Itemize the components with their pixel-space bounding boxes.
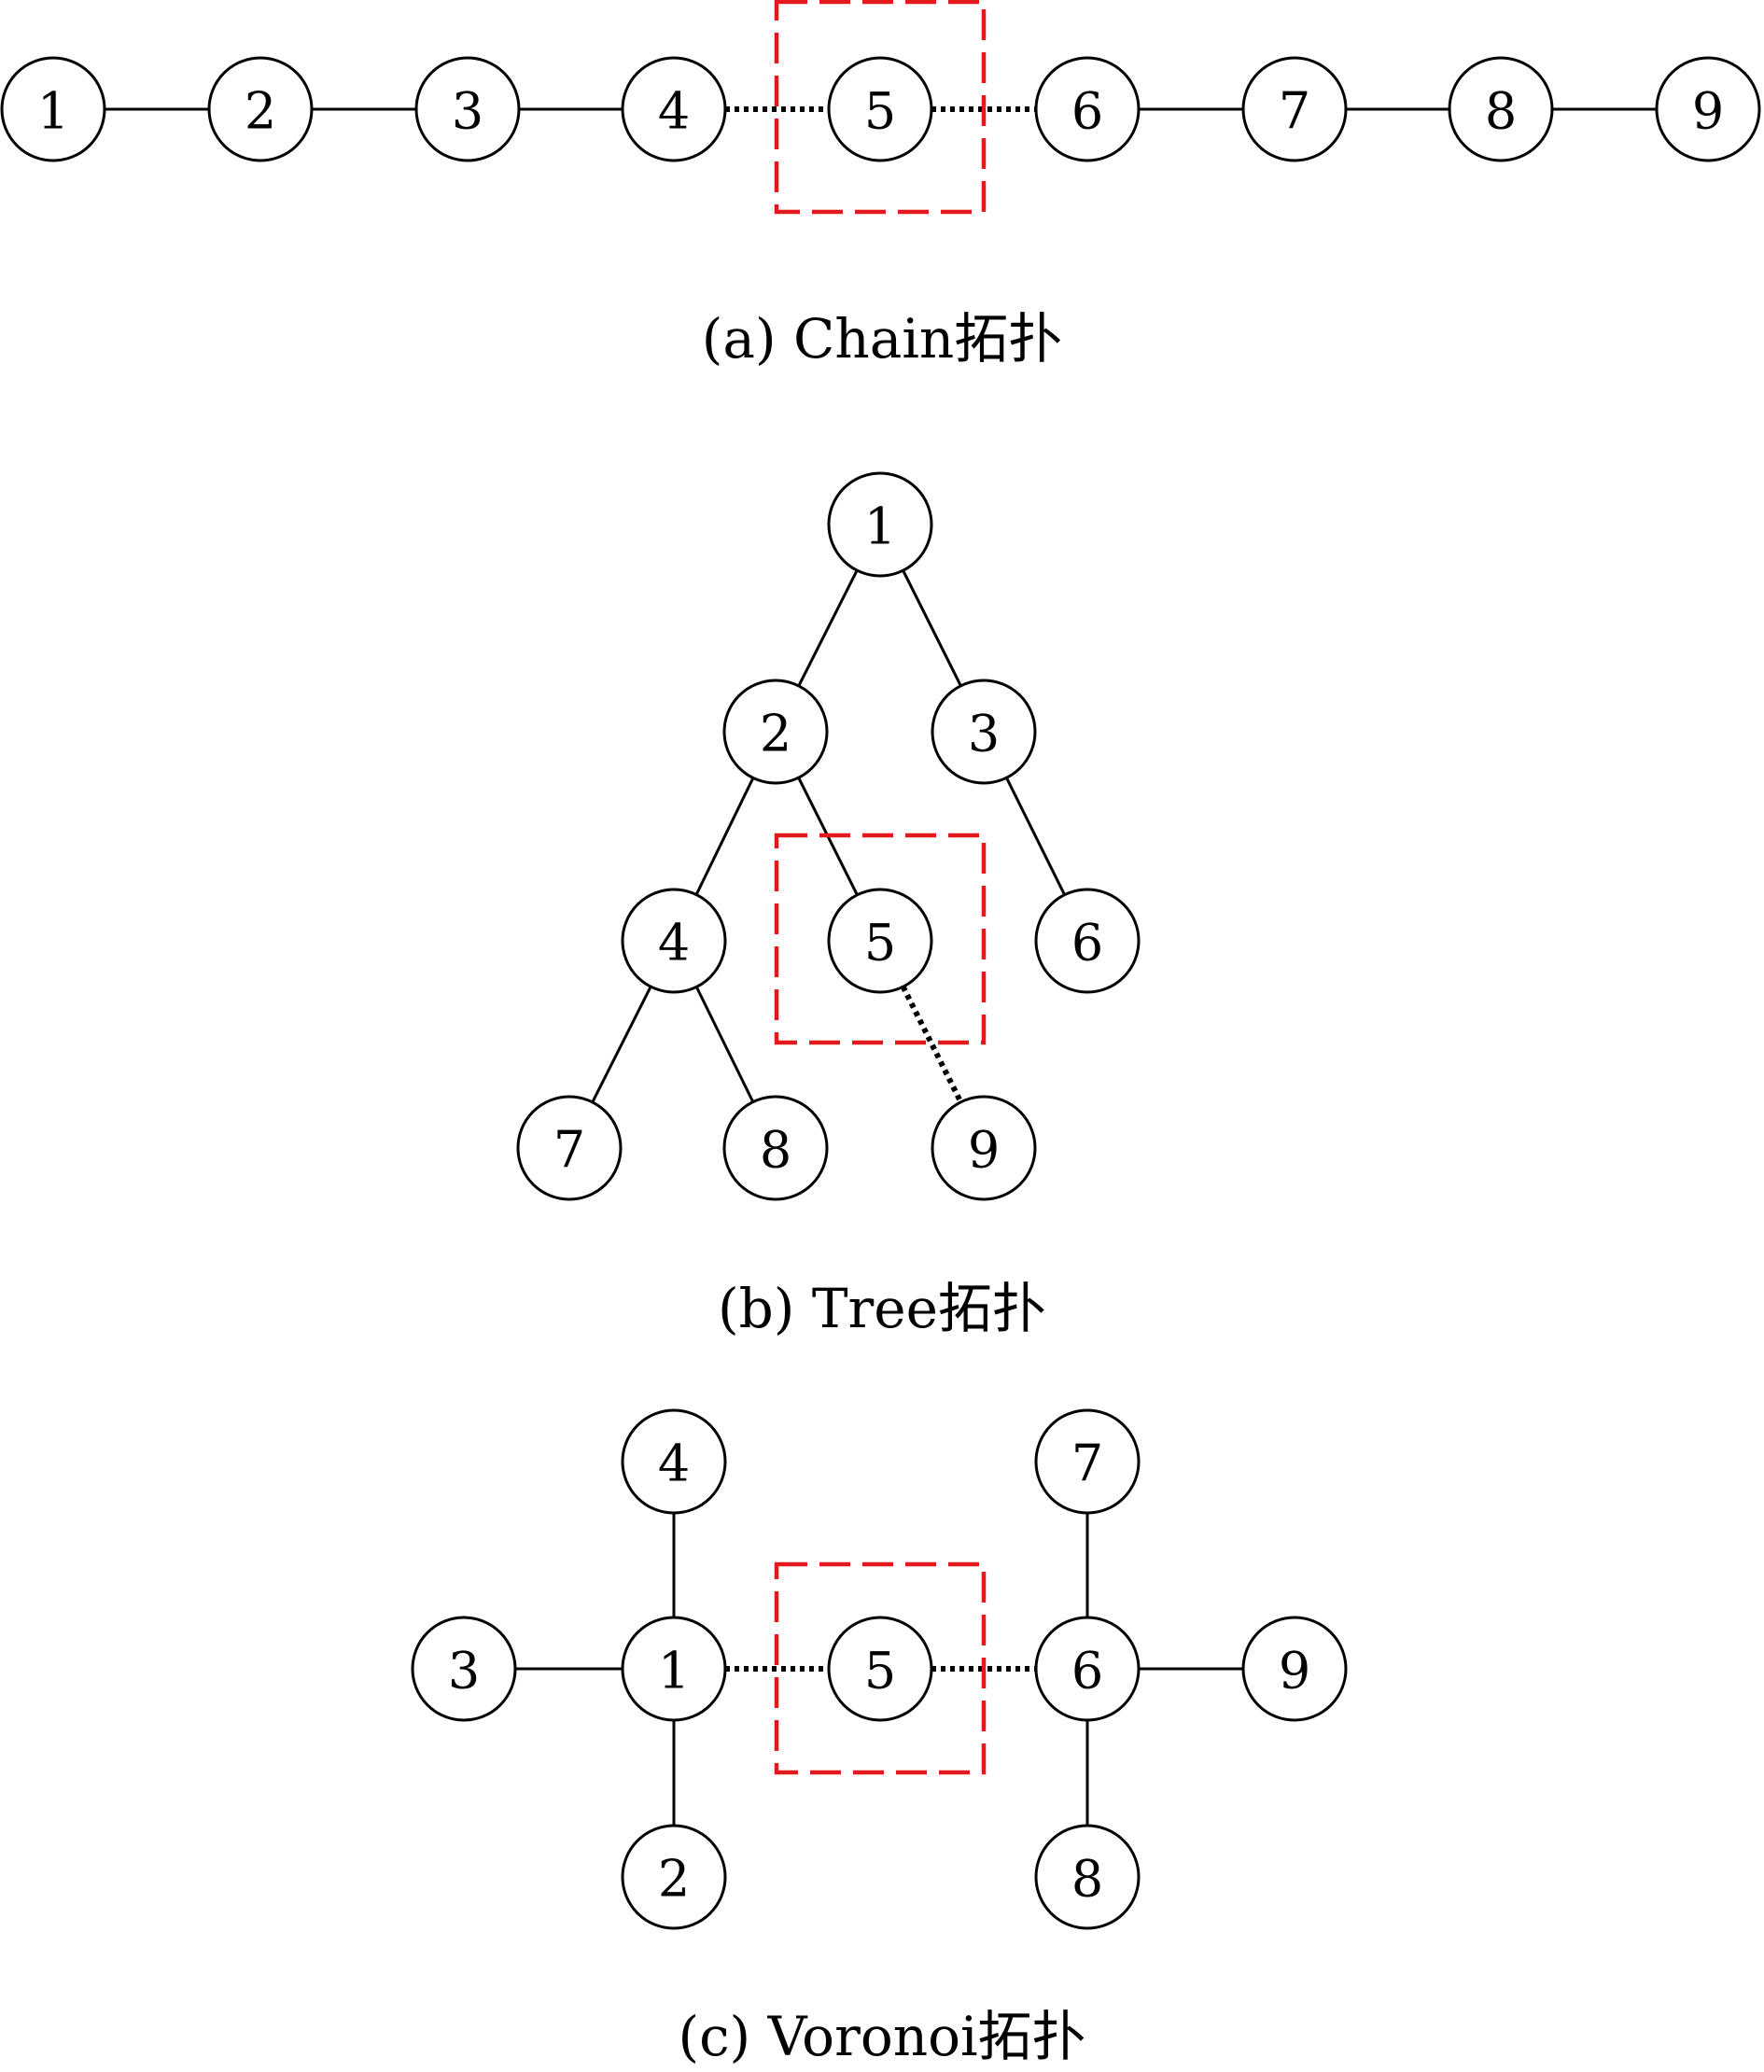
tree-node-2: 2 bbox=[722, 679, 829, 785]
voronoi-node-7: 7 bbox=[1034, 1408, 1141, 1515]
voronoi-node-1-label: 1 bbox=[658, 1642, 690, 1701]
voronoi-highlight-box bbox=[774, 1561, 987, 1775]
voronoi-node-3-label: 3 bbox=[448, 1642, 480, 1701]
tree-node-5-label: 5 bbox=[864, 914, 896, 973]
chain-node-9-circle bbox=[1655, 56, 1761, 162]
tree-node-3-label: 3 bbox=[968, 705, 1000, 763]
voronoi-node-8: 8 bbox=[1034, 1824, 1141, 1930]
tree-node-8-label: 8 bbox=[760, 1121, 791, 1180]
tree-edge-4-8 bbox=[694, 986, 755, 1103]
chain-node-8-circle bbox=[1448, 56, 1554, 162]
voronoi-node-4-circle bbox=[621, 1408, 727, 1515]
chain-node-7-label: 7 bbox=[1279, 82, 1310, 141]
tree-node-7-label: 7 bbox=[553, 1121, 585, 1180]
voronoi-node-9: 9 bbox=[1241, 1616, 1348, 1722]
voronoi-node-4-label: 4 bbox=[658, 1435, 690, 1493]
tree-node-1: 1 bbox=[827, 471, 933, 578]
chain-node-4-circle bbox=[621, 56, 727, 162]
voronoi-node-6-circle bbox=[1034, 1616, 1141, 1722]
chain-node-5: 5 bbox=[827, 56, 933, 162]
voronoi-node-7-label: 7 bbox=[1071, 1435, 1103, 1493]
tree-panel: 1 2 3 4 5 6 7 8 9 (b) Tree拓扑 bbox=[516, 471, 1141, 1340]
voronoi-panel: 4 7 3 1 5 6 9 2 8 (c) Voronoi拓扑 bbox=[411, 1408, 1348, 2068]
voronoi-node-7-circle bbox=[1034, 1408, 1141, 1515]
chain-node-6-label: 6 bbox=[1071, 82, 1103, 141]
chain-node-2: 2 bbox=[207, 56, 314, 162]
tree-node-7: 7 bbox=[516, 1095, 623, 1201]
voronoi-node-9-circle bbox=[1241, 1616, 1348, 1722]
tree-highlight-box bbox=[774, 833, 987, 1045]
tree-node-9-circle bbox=[931, 1095, 1037, 1201]
tree-node-9-label: 9 bbox=[968, 1121, 1000, 1180]
chain-node-7: 7 bbox=[1241, 56, 1348, 162]
tree-edge-4-7 bbox=[591, 986, 652, 1103]
chain-node-3: 3 bbox=[414, 56, 521, 162]
voronoi-node-4: 4 bbox=[621, 1408, 727, 1515]
tree-node-7-circle bbox=[516, 1095, 623, 1201]
tree-edge-1-2 bbox=[797, 569, 859, 687]
tree-edge-3-6 bbox=[1005, 777, 1066, 896]
voronoi-node-6-label: 6 bbox=[1071, 1642, 1103, 1701]
tree-node-9: 9 bbox=[931, 1095, 1037, 1201]
chain-panel: 1 2 3 4 5 6 7 8 9 (a) Chain拓扑 bbox=[0, 0, 1761, 371]
tree-node-3-circle bbox=[931, 679, 1037, 785]
tree-node-1-circle bbox=[827, 471, 933, 578]
tree-edge-1-3 bbox=[902, 569, 962, 687]
tree-caption: (b) Tree拓扑 bbox=[718, 1277, 1046, 1340]
voronoi-node-2-circle bbox=[621, 1824, 727, 1930]
voronoi-node-3: 3 bbox=[411, 1616, 517, 1722]
voronoi-node-5-circle bbox=[827, 1616, 933, 1722]
chain-node-1: 1 bbox=[0, 56, 106, 162]
chain-node-9-label: 9 bbox=[1692, 82, 1724, 141]
voronoi-node-2: 2 bbox=[621, 1824, 727, 1930]
tree-node-6-circle bbox=[1034, 888, 1141, 994]
chain-node-2-label: 2 bbox=[245, 82, 276, 141]
voronoi-node-3-circle bbox=[411, 1616, 517, 1722]
tree-node-8-circle bbox=[722, 1095, 829, 1201]
tree-node-4: 4 bbox=[621, 888, 727, 994]
tree-node-3: 3 bbox=[931, 679, 1037, 785]
voronoi-node-1-circle bbox=[621, 1616, 727, 1722]
voronoi-node-9-label: 9 bbox=[1279, 1642, 1310, 1701]
voronoi-node-8-circle bbox=[1034, 1824, 1141, 1930]
chain-node-1-label: 1 bbox=[37, 82, 69, 141]
chain-node-2-circle bbox=[207, 56, 314, 162]
voronoi-node-6: 6 bbox=[1034, 1616, 1141, 1722]
chain-node-5-label: 5 bbox=[864, 82, 896, 141]
chain-node-5-circle bbox=[827, 56, 933, 162]
chain-node-1-circle bbox=[0, 56, 106, 162]
chain-node-6: 6 bbox=[1034, 56, 1141, 162]
tree-edge-2-4 bbox=[694, 777, 755, 896]
chain-caption: (a) Chain拓扑 bbox=[702, 307, 1063, 371]
tree-node-1-label: 1 bbox=[864, 497, 896, 556]
tree-node-6-label: 6 bbox=[1071, 914, 1103, 973]
chain-node-4-label: 4 bbox=[658, 82, 690, 141]
chain-highlight-box bbox=[774, 0, 987, 215]
chain-node-3-circle bbox=[414, 56, 521, 162]
chain-node-4: 4 bbox=[621, 56, 727, 162]
chain-node-8-label: 8 bbox=[1485, 82, 1517, 141]
voronoi-node-1: 1 bbox=[621, 1616, 727, 1722]
voronoi-node-5-label: 5 bbox=[864, 1642, 896, 1701]
chain-node-7-circle bbox=[1241, 56, 1348, 162]
tree-node-4-label: 4 bbox=[658, 914, 690, 973]
tree-node-2-label: 2 bbox=[760, 705, 791, 763]
chain-node-3-label: 3 bbox=[452, 82, 483, 141]
tree-node-2-circle bbox=[722, 679, 829, 785]
voronoi-node-2-label: 2 bbox=[658, 1850, 690, 1909]
tree-edge-5-9-dotted bbox=[900, 985, 964, 1104]
chain-node-9: 9 bbox=[1655, 56, 1761, 162]
tree-node-5: 5 bbox=[827, 888, 933, 994]
voronoi-node-5: 5 bbox=[827, 1616, 933, 1722]
tree-node-8: 8 bbox=[722, 1095, 829, 1201]
voronoi-node-8-label: 8 bbox=[1071, 1850, 1103, 1909]
voronoi-caption: (c) Voronoi拓扑 bbox=[678, 2005, 1085, 2068]
tree-node-6: 6 bbox=[1034, 888, 1141, 994]
chain-node-6-circle bbox=[1034, 56, 1141, 162]
chain-node-8: 8 bbox=[1448, 56, 1554, 162]
tree-node-4-circle bbox=[621, 888, 727, 994]
tree-node-5-circle bbox=[827, 888, 933, 994]
